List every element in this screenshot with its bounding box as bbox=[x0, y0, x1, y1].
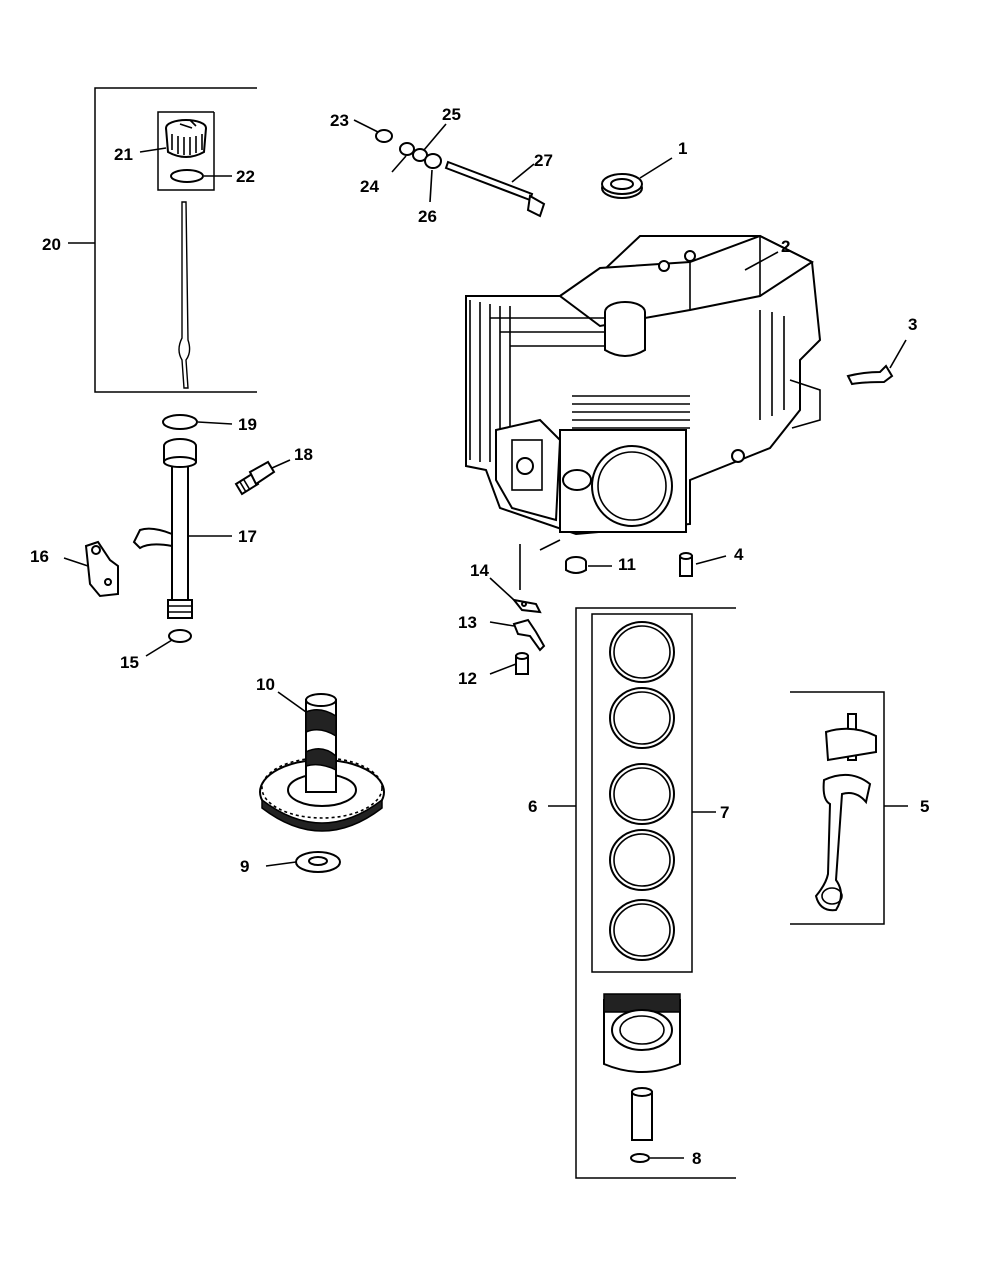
callout-labels: 1 2 3 4 5 6 7 8 9 10 11 12 13 14 15 16 1… bbox=[30, 105, 929, 1168]
callout-15: 15 bbox=[120, 653, 139, 672]
callout-8: 8 bbox=[692, 1149, 701, 1168]
callout-13: 13 bbox=[458, 613, 477, 632]
bracket-clip-part bbox=[512, 618, 546, 652]
callout-24: 24 bbox=[360, 177, 379, 196]
callout-23: 23 bbox=[330, 111, 349, 130]
piston-part bbox=[603, 993, 681, 1073]
bracket-part bbox=[84, 540, 119, 598]
callout-10: 10 bbox=[256, 675, 275, 694]
callout-4: 4 bbox=[734, 545, 744, 564]
hose-part bbox=[846, 364, 894, 386]
tube-o-ring-bottom bbox=[168, 629, 192, 643]
breather-tube-part bbox=[444, 160, 546, 218]
callout-27: 27 bbox=[534, 151, 553, 170]
oil-cap-part bbox=[165, 119, 207, 158]
connecting-rod-part bbox=[814, 713, 877, 912]
callout-18: 18 bbox=[294, 445, 313, 464]
callout-22: 22 bbox=[236, 167, 255, 186]
camshaft-gear-part bbox=[259, 693, 385, 832]
cap-part bbox=[565, 556, 587, 574]
gasket-part bbox=[511, 598, 542, 614]
oil-cap-o-ring bbox=[170, 169, 204, 183]
callout-7: 7 bbox=[720, 803, 729, 822]
callout-3: 3 bbox=[908, 315, 917, 334]
callout-19: 19 bbox=[238, 415, 257, 434]
screw-part bbox=[234, 460, 276, 496]
callout-16: 16 bbox=[30, 547, 49, 566]
callout-25: 25 bbox=[442, 105, 461, 124]
callout-14: 14 bbox=[470, 561, 489, 580]
fitting-part bbox=[515, 652, 529, 675]
group-5-bracket bbox=[790, 691, 908, 925]
piston-rings-part bbox=[609, 621, 675, 961]
oil-seal-part bbox=[601, 173, 643, 199]
pin-retainer bbox=[630, 1153, 650, 1163]
group-21-22-bracket bbox=[157, 111, 215, 191]
leader-lines bbox=[63, 119, 907, 1159]
dipstick-tube-part bbox=[132, 438, 197, 619]
callout-9: 9 bbox=[240, 857, 249, 876]
callout-21: 21 bbox=[114, 145, 133, 164]
hardware-washers bbox=[375, 129, 442, 169]
piston-pin-part bbox=[631, 1087, 653, 1141]
callout-11: 11 bbox=[618, 555, 636, 574]
callout-12: 12 bbox=[458, 669, 477, 688]
crankcase-part bbox=[465, 234, 822, 590]
callout-5: 5 bbox=[920, 797, 929, 816]
tube-o-ring-top bbox=[162, 414, 198, 430]
plug-part bbox=[679, 552, 693, 577]
callout-2: 2 bbox=[781, 237, 790, 256]
group-7-bracket bbox=[591, 613, 716, 973]
group-6-bracket bbox=[548, 607, 736, 1179]
callout-6: 6 bbox=[528, 797, 537, 816]
dipstick-part bbox=[178, 201, 191, 389]
callout-20: 20 bbox=[42, 235, 61, 254]
callout-1: 1 bbox=[678, 139, 687, 158]
callout-26: 26 bbox=[418, 207, 437, 226]
callout-17: 17 bbox=[238, 527, 257, 546]
group-20-bracket bbox=[68, 87, 257, 393]
